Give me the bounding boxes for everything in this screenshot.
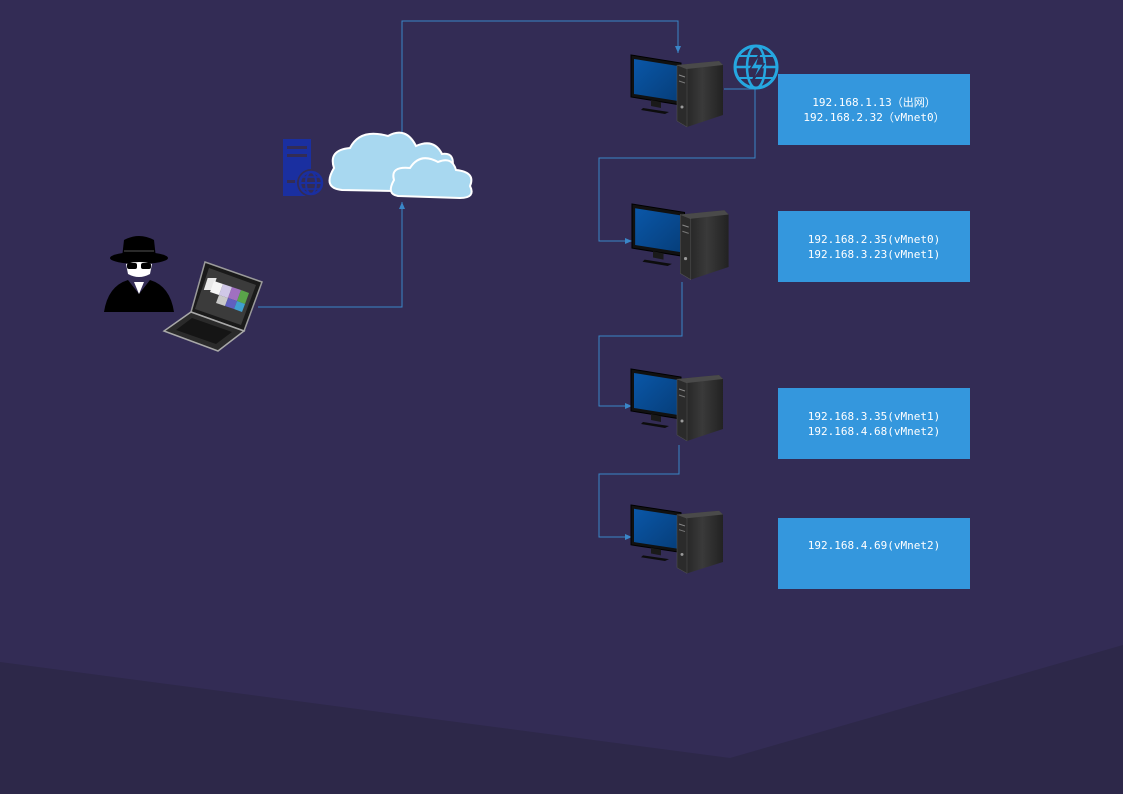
desktop-computer-icon [630, 368, 724, 442]
cloud-icon [328, 131, 473, 200]
connectors [258, 20, 756, 540]
desktop-computer-icon [630, 54, 724, 128]
hacker-icon [104, 236, 174, 312]
ip-address: 192.168.2.35(vMnet0) [807, 232, 941, 246]
ip-address: 192.168.3.35(vMnet1) [807, 409, 941, 423]
host-label-4: 192.168.4.69(vMnet2) [778, 518, 970, 589]
ground-shade [0, 645, 1123, 794]
connector-host2-host3 [598, 282, 683, 409]
ip-address: 192.168.3.23(vMnet1) [807, 247, 941, 261]
connector-host1-host2 [598, 88, 756, 244]
web-server-icon [283, 139, 325, 197]
host-label-2: 192.168.2.35(vMnet0) 192.168.3.23(vMnet1… [778, 211, 970, 282]
desktop-computer-icon [630, 504, 724, 574]
ip-address: 192.168.4.69(vMnet2) [807, 539, 941, 552]
ip-address: 192.168.2.32（vMnet0） [803, 110, 945, 124]
ip-address: 192.168.1.13（出网） [812, 95, 936, 109]
laptop-icon [162, 261, 263, 352]
host-label-1: 192.168.1.13（出网） 192.168.2.32（vMnet0） [778, 74, 970, 145]
connector-cloud-host1 [401, 20, 681, 135]
desktop-computer-icon [631, 203, 730, 281]
globe-lightning-icon [733, 44, 779, 90]
connector-laptop-cloud [258, 202, 405, 308]
connector-host3-host4 [598, 445, 680, 540]
host-label-3: 192.168.3.35(vMnet1) 192.168.4.68(vMnet2… [778, 388, 970, 459]
ip-address: 192.168.4.68(vMnet2) [807, 424, 941, 438]
